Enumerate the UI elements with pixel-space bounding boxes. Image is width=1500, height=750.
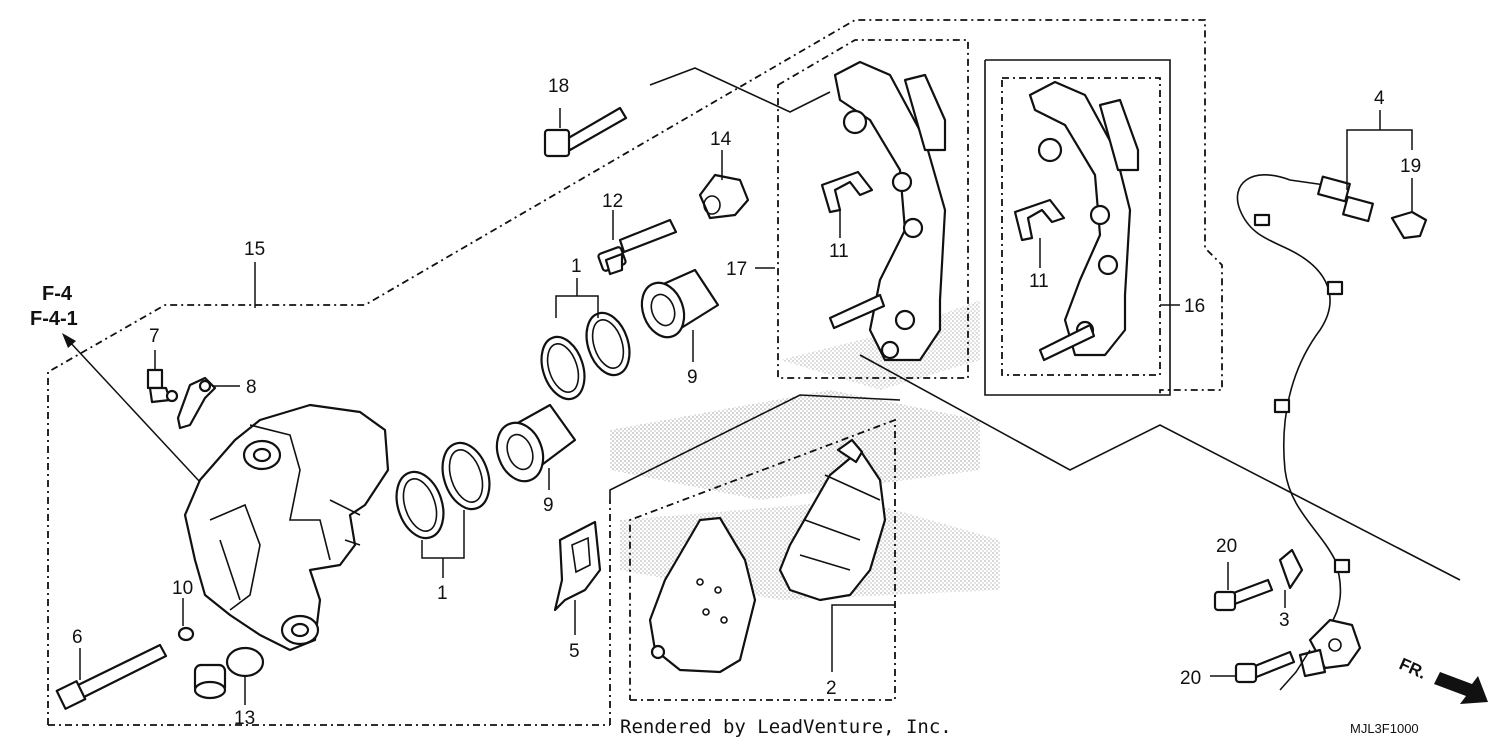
front-direction-arrow-icon (1434, 672, 1488, 704)
caliper-body (183, 403, 390, 652)
callout-13: 13 (234, 708, 255, 729)
pin-boot (698, 173, 750, 220)
callout-3: 3 (1279, 610, 1290, 631)
callout-11-b: 11 (1029, 271, 1049, 292)
callout-labels: 18 14 12 1 9 9 1 15 7 8 10 6 13 17 11 11… (72, 76, 1421, 729)
diagram-code: MJL3F1000 (1350, 721, 1419, 736)
callout-8: 8 (246, 377, 257, 398)
direction-label: FR. (1396, 654, 1429, 682)
callout-15: 15 (244, 239, 265, 260)
sensor-clamp (1278, 548, 1304, 590)
assembly-frames (609, 59, 1461, 581)
callout-12: 12 (602, 191, 623, 212)
bracket-pin (597, 218, 678, 276)
callout-1-front: 1 (437, 583, 448, 604)
callout-20-lower: 20 (1180, 668, 1201, 689)
callout-17: 17 (726, 259, 747, 280)
callout-16: 16 (1184, 296, 1205, 317)
caliper-bracket (828, 60, 947, 362)
callout-2: 2 (826, 678, 837, 699)
bleeder-cap (176, 376, 217, 430)
sensor-bolts (1213, 578, 1296, 684)
reference-label-f4-1: F-4-1 (30, 308, 78, 330)
bleeder-screw (146, 368, 179, 404)
reference-label-f4: F-4 (42, 283, 73, 305)
assembly-outlines (47, 19, 1223, 726)
caliper-bracket-alt (1028, 80, 1140, 362)
callout-6: 6 (72, 627, 83, 648)
pad-pin-bolt (193, 646, 265, 700)
callout-11-a: 11 (829, 241, 849, 262)
piston-rear (640, 268, 720, 339)
pad-spring-clip-b (1013, 198, 1066, 242)
piston-seals-front (395, 441, 491, 540)
brake-pads (648, 438, 887, 674)
callout-1-rear: 1 (571, 256, 582, 277)
callout-20-upper: 20 (1216, 536, 1237, 557)
footer-credit: Rendered by LeadVenture, Inc. (620, 716, 952, 738)
wheel-speed-sensor (1236, 174, 1374, 678)
connector-clip (1390, 210, 1428, 240)
pad-retainer (553, 520, 602, 612)
piston-seals-rear (540, 311, 631, 401)
pad-spring-clip-a (820, 170, 874, 214)
sealing-washer (177, 626, 195, 642)
callout-14: 14 (710, 129, 732, 150)
callout-9-rear: 9 (687, 367, 698, 388)
callout-7: 7 (149, 326, 160, 347)
callout-10: 10 (172, 578, 193, 599)
leader-lines (79, 108, 1413, 705)
caliper-pin-bolt (55, 643, 168, 710)
callout-18: 18 (548, 76, 569, 97)
piston-front (495, 403, 577, 483)
bracket-bolt (543, 106, 628, 158)
callout-4: 4 (1374, 88, 1385, 109)
callout-5: 5 (569, 641, 580, 662)
reference-arrow (62, 333, 201, 483)
callout-19: 19 (1400, 156, 1421, 177)
callout-9-front: 9 (543, 495, 554, 516)
